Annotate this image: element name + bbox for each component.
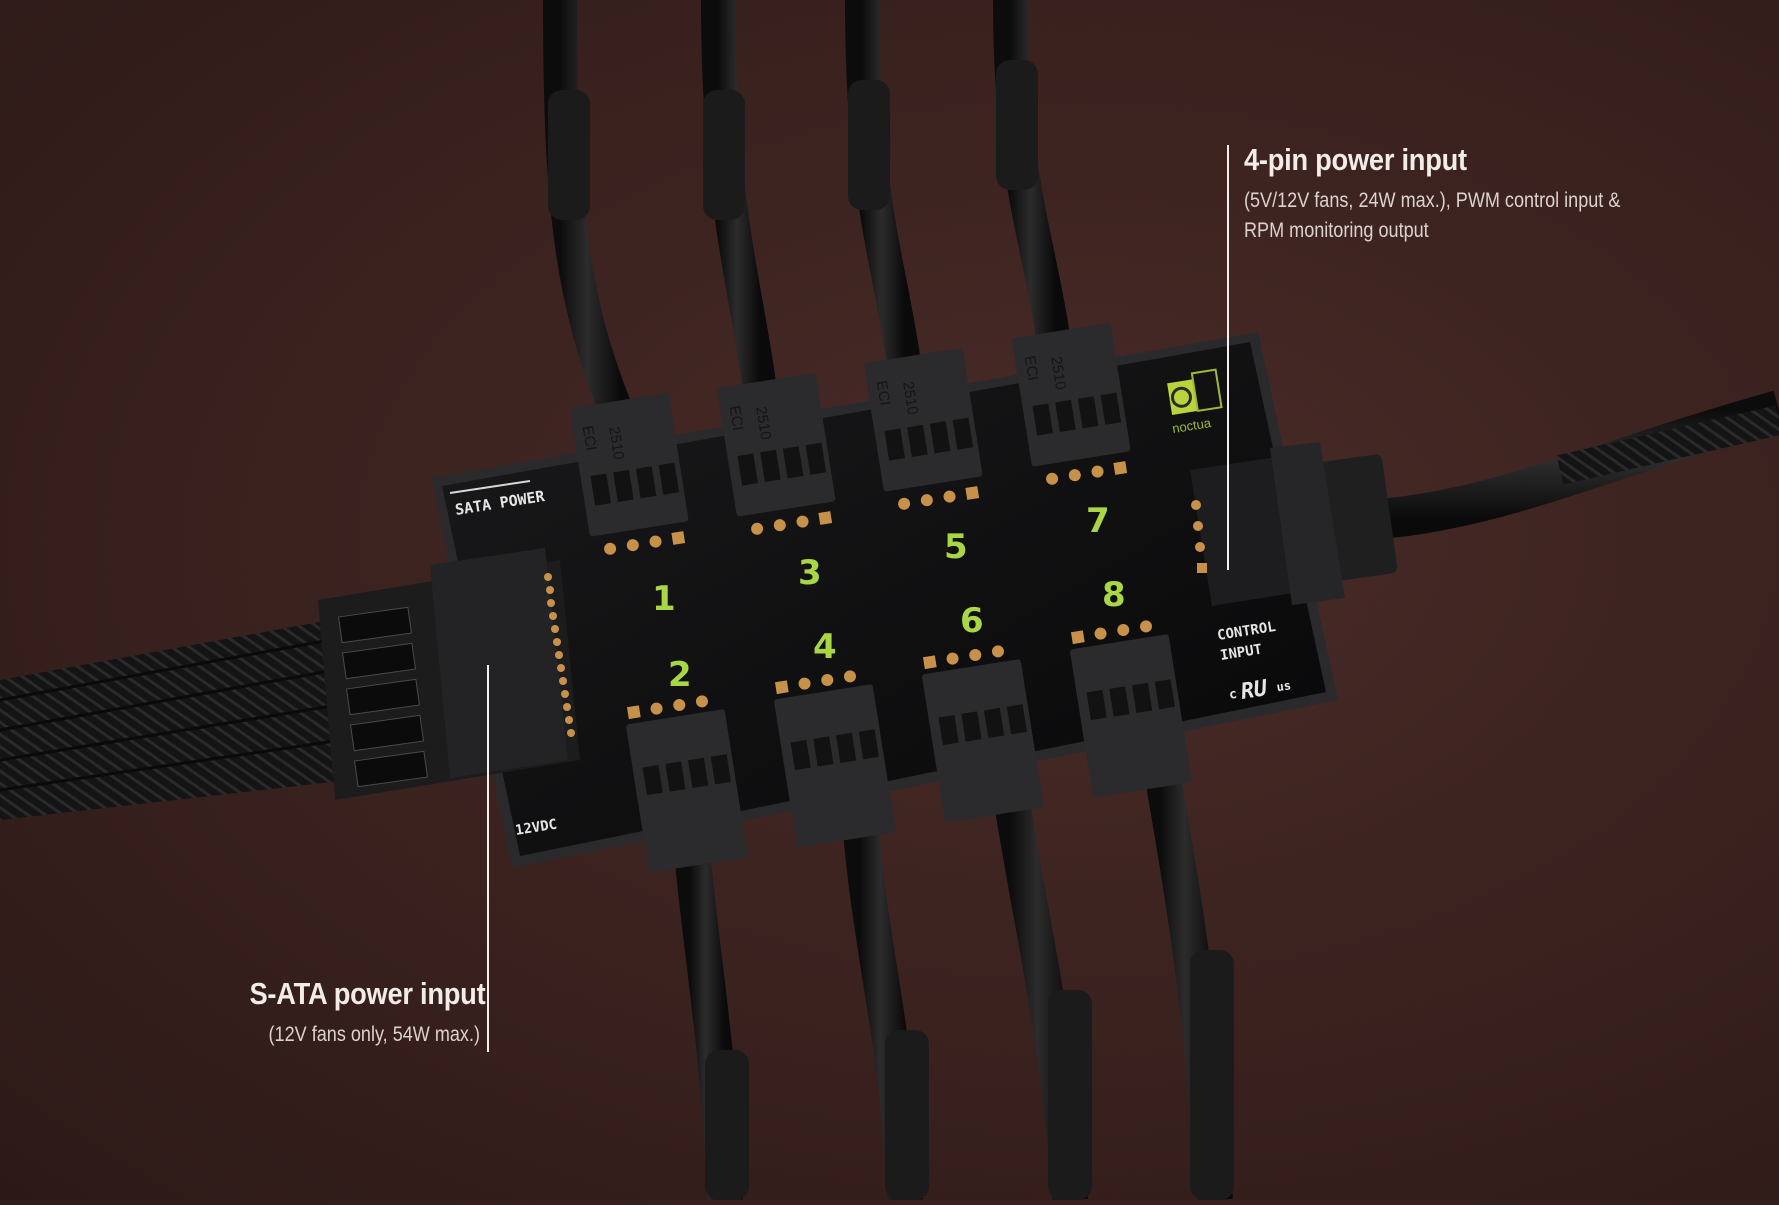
svg-text:noctua: noctua (1171, 415, 1213, 436)
svg-text:2510: 2510 (752, 405, 774, 441)
svg-text:2510: 2510 (1047, 355, 1069, 391)
fan-header-bottom-6 (922, 645, 1044, 823)
svg-text:ECI: ECI (1021, 355, 1042, 382)
svg-text:2510: 2510 (899, 380, 921, 416)
fan-header-top-1: 2510 ECI (570, 393, 689, 555)
control-label-line2: INPUT (1219, 642, 1263, 664)
silkscreen-line (449, 480, 531, 494)
sata-callout: S-ATA power input (12V fans only, 54W ma… (218, 976, 486, 1050)
svg-text:RU: RU (1239, 676, 1270, 705)
port-number-7: 7 (1086, 501, 1110, 541)
sata-cable (0, 620, 350, 820)
port-number-2: 2 (668, 655, 692, 695)
svg-text:ECI: ECI (726, 405, 747, 432)
fan-header-bottom-2 (626, 695, 748, 873)
fan-header-bottom-4 (774, 670, 896, 848)
port-number-1: 1 (652, 579, 676, 619)
sata-connector (318, 548, 580, 800)
top-fan-cables (543, 0, 1072, 427)
svg-text:ECI: ECI (579, 425, 600, 452)
bottom-fan-cables (672, 757, 1234, 1202)
ul-certification-mark: c RU us (1228, 676, 1292, 705)
noctua-logo: noctua (1167, 368, 1223, 436)
four-pin-description-line2: RPM monitoring output (1244, 219, 1429, 242)
four-pin-leader-line (1227, 145, 1229, 570)
control-cable (1312, 390, 1779, 582)
port-number-6: 6 (960, 601, 984, 641)
four-pin-callout: 4-pin power input (5V/12V fans, 24W max.… (1244, 142, 1682, 246)
fan-header-top-7: 2510 ECI (1012, 323, 1131, 485)
port-number-5: 5 (944, 527, 968, 567)
fan-header-top-3: 2510 ECI (717, 373, 836, 535)
control-input-connector (1190, 442, 1345, 606)
fan-header-top-5: 2510 ECI (864, 348, 983, 510)
sata-leader-line (487, 665, 489, 1052)
svg-text:us: us (1275, 678, 1291, 694)
four-pin-title: 4-pin power input (1244, 142, 1467, 177)
port-number-8: 8 (1102, 575, 1126, 615)
fan-header-bottom-8 (1070, 620, 1192, 798)
svg-text:c: c (1228, 687, 1238, 703)
sata-title: S-ATA power input (249, 976, 486, 1011)
svg-text:ECI: ECI (873, 380, 894, 407)
svg-text:2510: 2510 (605, 425, 627, 461)
voltage-label: 12VDC (514, 817, 558, 839)
four-pin-description-line1: (5V/12V fans, 24W max.), PWM control inp… (1244, 189, 1621, 212)
port-number-4: 4 (813, 627, 837, 667)
sata-description: (12V fans only, 54W max.) (268, 1023, 480, 1046)
port-number-3: 3 (798, 553, 822, 593)
